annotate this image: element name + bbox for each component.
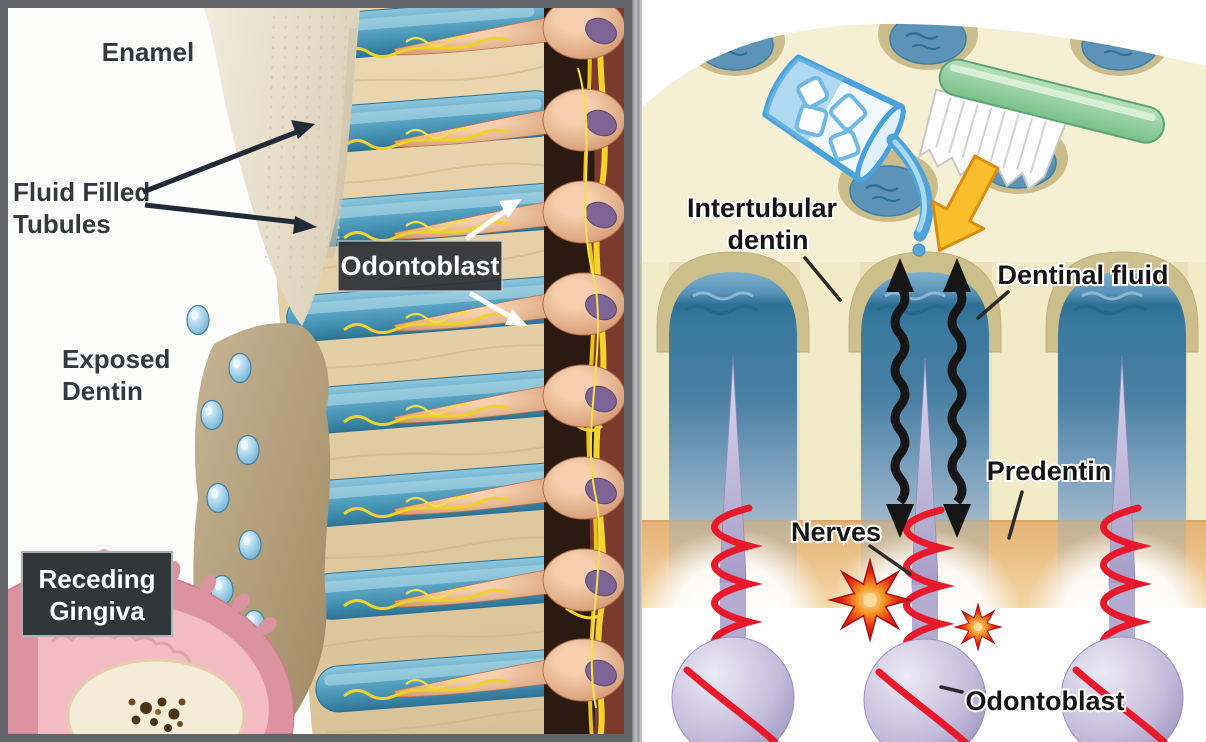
pain-starburst-icon [829, 559, 911, 641]
white-pointer-arrow-icon [464, 199, 528, 326]
bristle-streaks [935, 97, 1047, 174]
fluid-droplet-icon [186, 304, 210, 336]
pointer-arrow-icon [144, 202, 317, 234]
water-droplet [912, 243, 926, 257]
enamel-region [204, 8, 360, 326]
toothbrush-icon [918, 58, 1165, 191]
odontoblast-cell-layer [342, 8, 624, 709]
pointer-arrow-icon [142, 120, 315, 195]
fluid-filled-tubules-label-line2: Tubules [13, 209, 111, 239]
predentin-label: Predentin [987, 456, 1112, 486]
intertubular-leader [803, 256, 842, 302]
receding-gingiva-callout: Receding Gingiva [21, 551, 173, 637]
pain-starburst-icon [954, 603, 1002, 651]
left-panel-art: Enamel Fluid Filled Tubules Odontoblast … [8, 8, 624, 734]
left-panel: Enamel Fluid Filled Tubules Odontoblast … [0, 0, 632, 742]
nerves-leader [868, 544, 912, 576]
odontoblast-callout: Odontoblast [337, 199, 528, 326]
exposed-dentin-label-line1: Exposed [62, 344, 170, 374]
nerves-label: Nerves [791, 517, 881, 547]
receding-gingiva-label-line1: Receding [38, 564, 155, 594]
odontoblast-leader [939, 685, 964, 694]
intertubular-dentin-label-line1: Intertubular [687, 193, 837, 223]
predentin-leader [1007, 490, 1024, 540]
enamel-label: Enamel [102, 37, 195, 67]
leader-lines [803, 256, 1024, 694]
fluid-droplet-icon [200, 399, 224, 431]
root-core-speckles [128, 697, 186, 732]
dentinal-fluid-label: Dentinal fluid [998, 260, 1169, 290]
cold-stimulus-arrow-icon [931, 154, 1000, 252]
fluid-droplet-icon [206, 482, 230, 514]
panel-divider [632, 0, 642, 742]
fluid-droplet-icon [228, 352, 252, 384]
dentinal-fluid-leader [976, 290, 1010, 320]
receding-gingiva-label-line2: Gingiva [49, 596, 145, 626]
odontoblast-label-right: Odontoblast [966, 686, 1125, 716]
odontoblast-label: Odontoblast [341, 251, 500, 281]
fluid-filled-tubules-label-line1: Fluid Filled [13, 177, 150, 207]
intertubular-dentin-label-line2: dentin [728, 225, 809, 255]
right-panel: Intertubular dentin Dentinal fluid Nerve… [632, 0, 1206, 742]
right-panel-art: Intertubular dentin Dentinal fluid Nerve… [632, 0, 1206, 742]
fluid-droplet-icon [238, 529, 262, 561]
fluid-droplet-icon [236, 434, 260, 466]
ice-water-glass-icon [762, 54, 934, 257]
exposed-dentin-label-line2: Dentin [62, 376, 143, 406]
nerve-fiber [577, 67, 601, 709]
